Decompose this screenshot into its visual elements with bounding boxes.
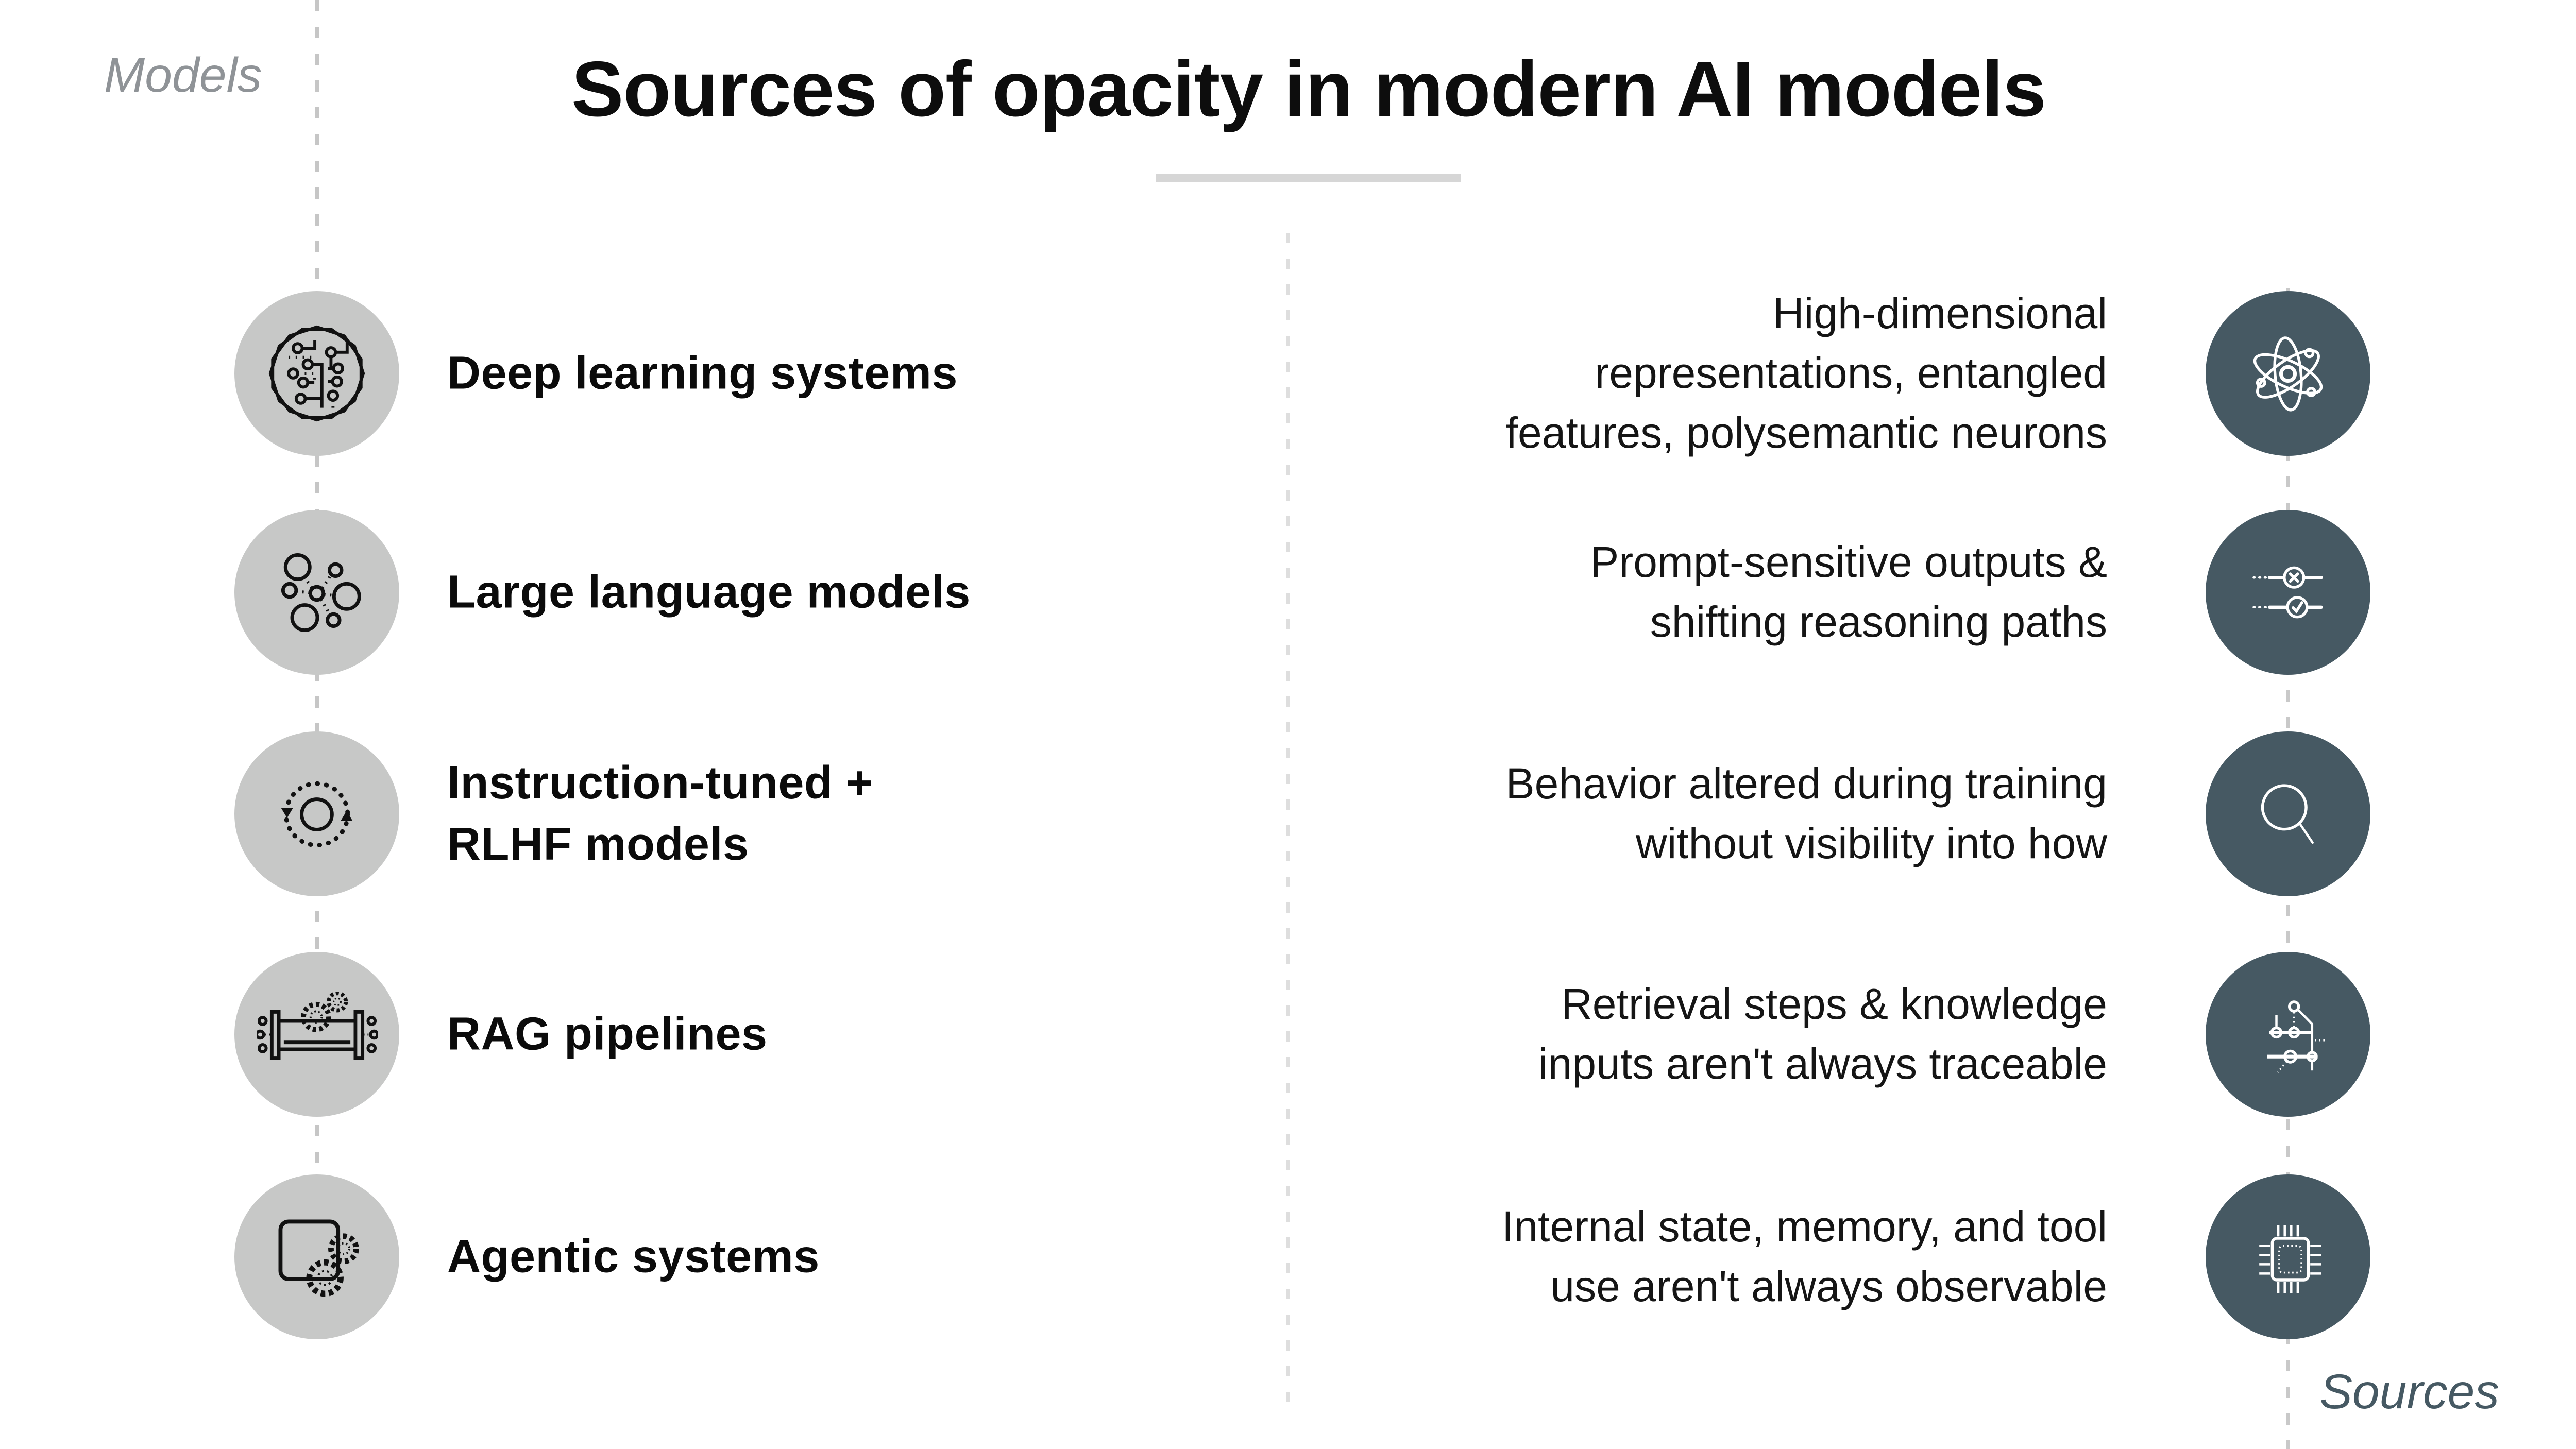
toggle-checks-icon: [2242, 546, 2334, 639]
magnifier-icon: [2242, 768, 2334, 860]
model-icon-circle: [234, 510, 399, 675]
atom-icon: [2242, 327, 2334, 420]
model-label: Deep learning systems: [447, 347, 958, 399]
model-label: RAG pipelines: [447, 1008, 768, 1060]
window-gears-icon: [266, 1206, 367, 1307]
source-icon-circle: [2206, 952, 2370, 1117]
model-icon-circle: [234, 1174, 399, 1339]
model-label: Large language models: [447, 566, 971, 618]
model-label: Agentic systems: [447, 1231, 820, 1283]
title-underline: [1156, 174, 1461, 182]
source-icon-circle: [2206, 510, 2370, 675]
source-text: Behavior altered during training without…: [1505, 759, 2107, 867]
sources-column-label: Sources: [2319, 1365, 2499, 1419]
source-text: Retrieval steps & knowledge inputs aren'…: [1538, 980, 2107, 1088]
source-text: High-dimensional representations, entang…: [1505, 289, 2107, 457]
node-graph-icon: [2242, 988, 2334, 1081]
model-icon-circle: [234, 731, 399, 896]
cycle-arrows-icon: [266, 763, 367, 864]
page-title: Sources of opacity in modern AI models: [571, 45, 2046, 133]
models-column-label: Models: [104, 48, 262, 103]
chip-icon: [2242, 1211, 2334, 1303]
model-icon-circle: [234, 291, 399, 456]
model-icon-circle: [234, 952, 399, 1117]
source-icon-circle: [2206, 291, 2370, 456]
source-text: Internal state, memory, and tool use are…: [1501, 1202, 2107, 1310]
node-network-icon: [266, 542, 367, 643]
source-icon-circle: [2206, 731, 2370, 896]
source-text: Prompt-sensitive outputs & shifting reas…: [1590, 538, 2107, 646]
model-label: Instruction-tuned + RLHF models: [447, 757, 873, 870]
source-icon-circle: [2206, 1174, 2370, 1339]
neural-circuit-icon: [266, 323, 367, 424]
pipeline-gears-icon: [256, 991, 378, 1078]
divider-dashed-line: [1286, 233, 1290, 1413]
